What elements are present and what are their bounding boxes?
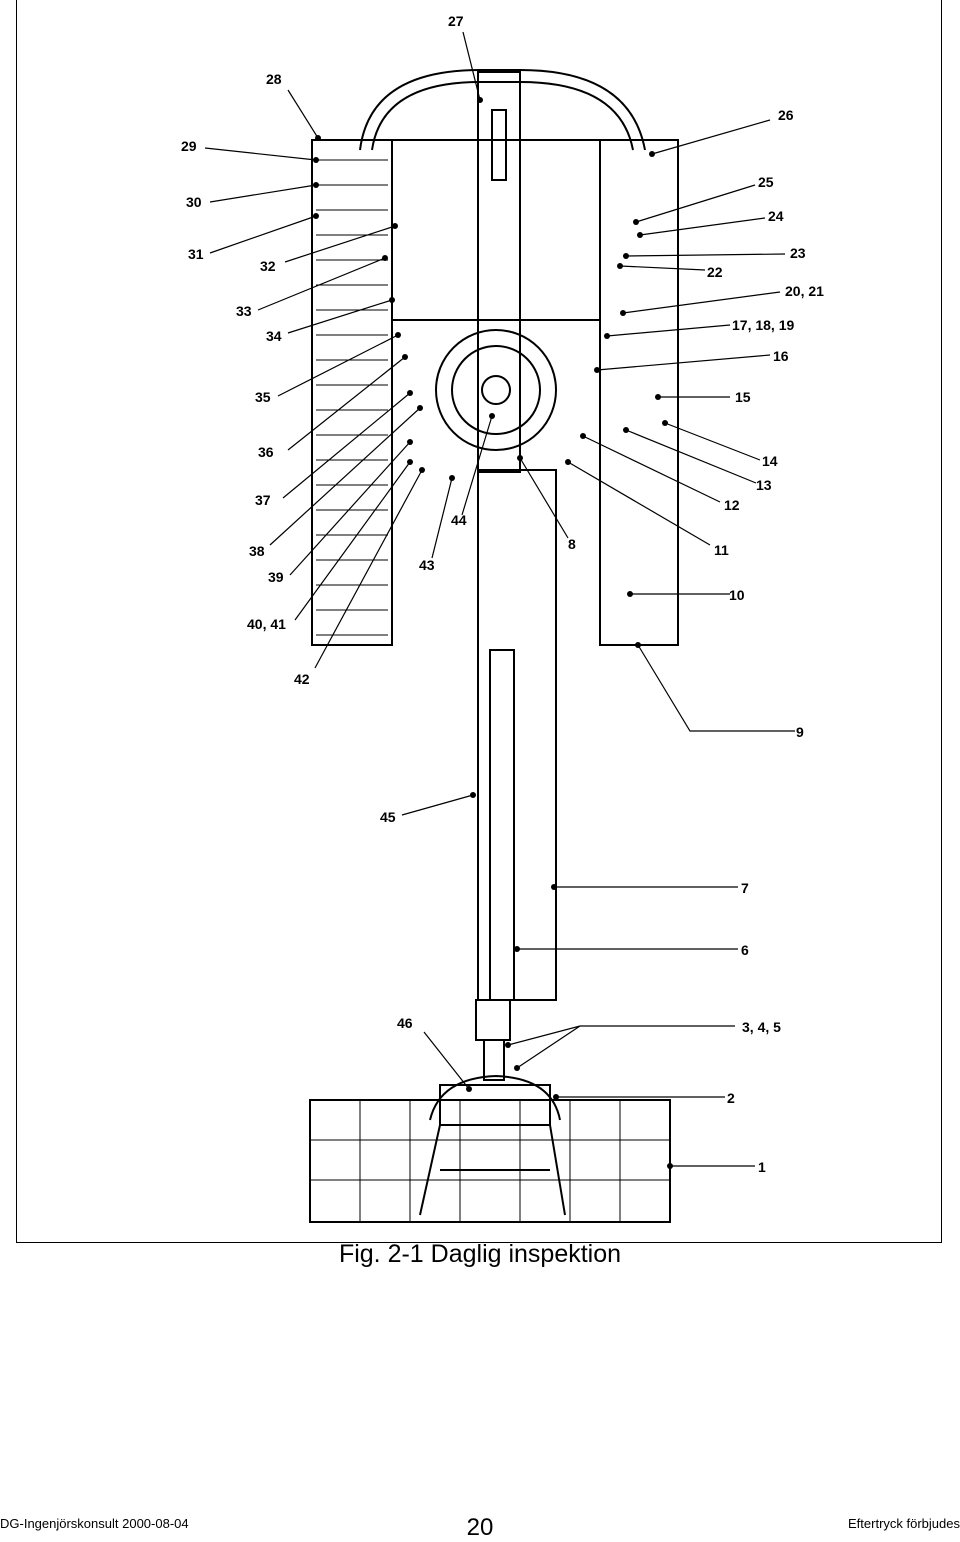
callout-label: 35	[255, 389, 271, 405]
rotor	[435, 329, 557, 451]
callout-label: 37	[255, 492, 271, 508]
callout-label: 11	[714, 542, 729, 558]
callout-label: 9	[796, 724, 804, 740]
top-dome	[359, 69, 646, 151]
callout-label: 36	[258, 444, 274, 460]
callout-label: 29	[181, 138, 197, 154]
callout-label: 26	[778, 107, 794, 123]
figure-frame	[16, 0, 942, 1243]
callout-labels: 27 28 29 26 30 25 24 31 32 23 22 20, 21 …	[181, 13, 824, 1175]
callout-label: 13	[756, 477, 772, 493]
callout-label: 25	[758, 174, 774, 190]
bottom-table	[309, 1099, 671, 1223]
callout-label: 43	[419, 557, 435, 573]
gripper-head	[429, 1074, 561, 1121]
leader-dots	[313, 97, 673, 1169]
callout-label: 46	[397, 1015, 413, 1031]
callout-label: 31	[188, 246, 204, 262]
callout-label: 15	[735, 389, 751, 405]
callout-label: 7	[741, 880, 749, 896]
shaft	[477, 469, 557, 1001]
callout-label: 2	[727, 1090, 735, 1106]
left-grille	[311, 139, 393, 646]
callout-label: 39	[268, 569, 284, 585]
callout-label: 40, 41	[247, 616, 286, 632]
page-number: 20	[466, 1514, 494, 1541]
callout-label: 8	[568, 536, 576, 552]
callout-label: 6	[741, 942, 749, 958]
callout-label: 12	[724, 497, 740, 513]
callout-label: 3, 4, 5	[742, 1019, 781, 1035]
footer-copyright-notice: Eftertryck förbjudes	[848, 1516, 960, 1531]
callout-label: 28	[266, 71, 282, 87]
figure-caption: Fig. 2-1 Daglig inspektion	[338, 1240, 622, 1268]
callout-label: 14	[762, 453, 778, 469]
right-panel	[599, 139, 679, 646]
callout-label: 24	[768, 208, 784, 224]
callout-label: 33	[236, 303, 252, 319]
callout-label: 38	[249, 543, 265, 559]
leader-lines	[204, 31, 795, 1167]
footer-company-date: DG-Ingenjörskonsult 2000-08-04	[0, 1516, 189, 1531]
callout-label: 27	[448, 13, 464, 29]
callout-label: 16	[773, 348, 789, 364]
technical-drawing: 27 28 29 26 30 25 24 31 32 23 22 20, 21 …	[181, 13, 824, 1223]
callout-label: 34	[266, 328, 282, 344]
callout-label: 30	[186, 194, 202, 210]
callout-label: 45	[380, 809, 396, 825]
callout-label: 1	[758, 1159, 766, 1175]
callout-label: 23	[790, 245, 806, 261]
callout-label: 32	[260, 258, 276, 274]
callout-label: 22	[707, 264, 723, 280]
callout-label: 17, 18, 19	[732, 317, 794, 333]
callout-label: 20, 21	[785, 283, 824, 299]
callout-label: 42	[294, 671, 310, 687]
callout-label: 44	[451, 512, 467, 528]
callout-label: 10	[729, 587, 745, 603]
